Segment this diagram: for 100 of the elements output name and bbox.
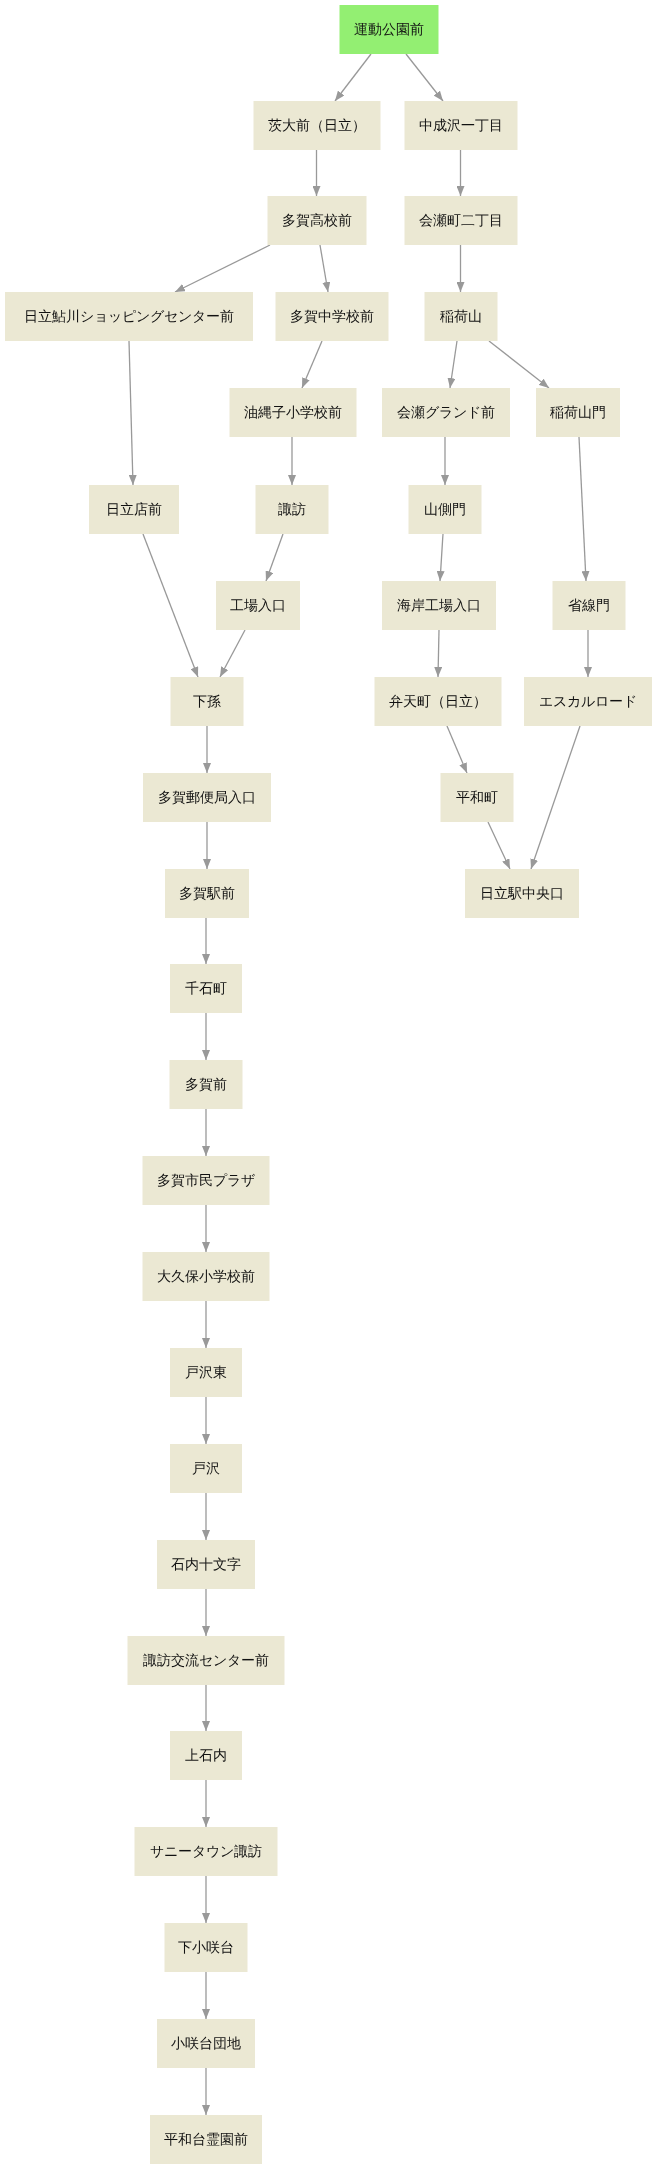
stop-name: サニータウン諏訪 <box>150 1843 262 1860</box>
stop-node <box>88 485 179 534</box>
stop-name: 下孫 <box>192 693 221 710</box>
arrow <box>441 436 449 486</box>
stop-name: 戸沢 <box>192 1460 220 1477</box>
stop-node <box>552 581 625 630</box>
arrow <box>174 244 271 293</box>
stop-node <box>536 388 620 437</box>
stop-name: 省線門 <box>567 597 610 614</box>
stop-name: 弁天町（日立） <box>388 693 487 710</box>
stop-name: 小咲台団地 <box>171 2035 241 2052</box>
arrow <box>202 1012 210 1061</box>
stop-node <box>408 485 481 534</box>
stop-name: 平和台霊園前 <box>164 2131 248 2148</box>
stop-node <box>134 1827 278 1876</box>
arrow <box>530 725 581 870</box>
arrow <box>456 244 465 293</box>
arrow <box>488 340 550 389</box>
stop-node <box>216 581 300 630</box>
stop-node <box>170 1731 242 1780</box>
arrow <box>487 821 511 870</box>
arrow <box>203 725 211 774</box>
arrow <box>334 53 372 102</box>
stop-node <box>170 677 243 726</box>
stop-node <box>143 773 271 822</box>
arrow <box>584 629 592 678</box>
stop-node <box>142 1252 270 1301</box>
stop-name: 茨大前（日立） <box>267 117 366 134</box>
stop-node <box>404 101 517 150</box>
stop-node <box>170 1444 242 1493</box>
stop-name: 会瀬グランド前 <box>397 404 495 421</box>
stop-node <box>339 5 438 54</box>
arrow <box>203 821 211 870</box>
arrow <box>202 1492 210 1541</box>
arrow <box>142 533 199 678</box>
arrow <box>202 1300 210 1349</box>
stop-name: 石内十文字 <box>171 1556 241 1573</box>
arrow <box>202 1971 210 2020</box>
stop-name: 大久保小学校前 <box>157 1268 255 1285</box>
arrow <box>288 436 296 486</box>
stop-name: 海岸工場入口 <box>397 597 481 614</box>
stop-node <box>267 196 366 245</box>
stop-name: 運動公園前 <box>353 21 424 38</box>
arrow <box>202 917 210 965</box>
arrow <box>456 149 465 197</box>
stop-node <box>165 869 249 918</box>
stop-node <box>255 485 328 534</box>
stop-name: 日立店前 <box>105 501 162 518</box>
stop-node <box>157 1540 255 1589</box>
arrow <box>202 1779 210 1828</box>
stop-node <box>275 292 388 341</box>
stop-name: 戸沢東 <box>185 1364 227 1381</box>
stop-node <box>404 196 517 245</box>
arrow <box>202 1204 210 1253</box>
arrow <box>434 629 443 678</box>
stop-node <box>382 581 496 630</box>
stop-name: エスカルロード <box>539 693 637 710</box>
stop-node <box>253 101 380 150</box>
stop-name: 山側門 <box>423 501 466 518</box>
stop-node <box>164 1923 248 1972</box>
arrow <box>202 1684 210 1732</box>
stop-name: 千石町 <box>185 980 227 997</box>
stop-node <box>170 964 242 1013</box>
stop-name: 諏訪交流センター前 <box>143 1652 269 1669</box>
arrow <box>202 1588 210 1637</box>
stop-name: 諏訪 <box>277 501 306 518</box>
arrow <box>202 1396 210 1445</box>
arrow <box>405 53 444 102</box>
stop-node <box>465 869 579 918</box>
stop-node <box>229 388 356 437</box>
arrow <box>312 149 321 197</box>
stop-node <box>424 292 497 341</box>
stop-name: 中成沢一丁目 <box>418 117 503 134</box>
stop-name: 平和町 <box>455 789 498 806</box>
arrow <box>319 244 331 293</box>
stop-node <box>374 677 501 726</box>
stop-name: 下小咲台 <box>178 1939 234 1956</box>
arrow <box>202 1108 210 1157</box>
stop-node <box>169 1060 243 1109</box>
stop-node <box>170 1348 242 1397</box>
stop-node <box>5 292 253 341</box>
stop-node <box>524 677 652 726</box>
stop-name: 日立駅中央口 <box>480 885 564 902</box>
stop-name: 多賀市民プラザ <box>157 1172 255 1189</box>
arrow <box>265 533 284 582</box>
arrow <box>128 340 137 486</box>
stop-name: 多賀前 <box>185 1076 227 1093</box>
arrow <box>447 340 458 389</box>
stop-name: 多賀郵便局入口 <box>158 789 256 806</box>
stop-node <box>382 388 510 437</box>
stop-name: 工場入口 <box>230 597 286 614</box>
stop-name: 多賀中学校前 <box>289 308 374 325</box>
stop-node <box>157 2019 255 2068</box>
stop-name: 稲荷山 <box>439 308 482 325</box>
stop-name: 多賀駅前 <box>179 885 235 902</box>
stop-name: 会瀬町二丁目 <box>418 212 503 229</box>
arrow <box>446 725 468 774</box>
stop-node <box>150 2115 262 2164</box>
stop-name: 稲荷山門 <box>550 404 606 421</box>
stop-name: 日立鮎川ショッピングセンター前 <box>24 308 234 325</box>
